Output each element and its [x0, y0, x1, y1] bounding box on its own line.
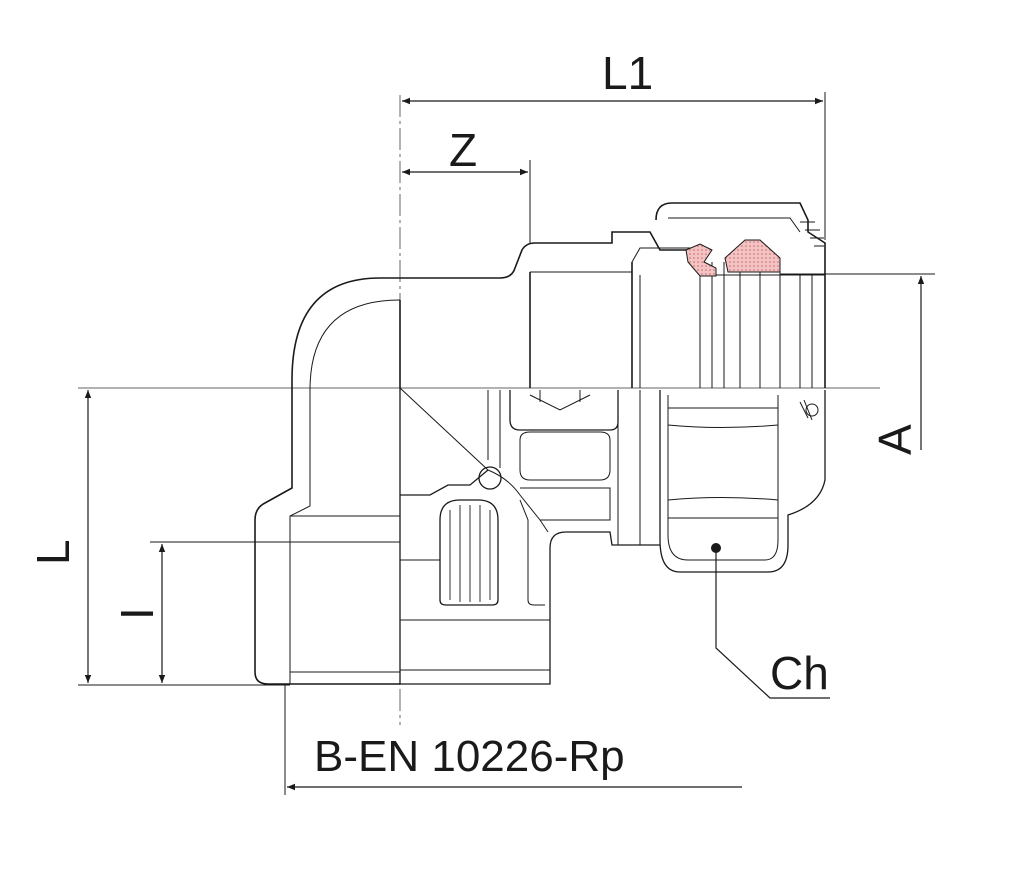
label-A: A — [869, 424, 921, 455]
seal-ring — [685, 243, 717, 277]
dimension-lines — [84, 97, 925, 791]
leader-Ch — [715, 548, 830, 699]
label-L: L — [27, 539, 79, 565]
grip-ring — [724, 239, 781, 273]
extension-lines — [78, 92, 935, 795]
label-Ch: Ch — [770, 647, 829, 699]
leader-dot — [711, 543, 721, 553]
fitting-section — [399, 387, 826, 685]
label-Z: Z — [449, 124, 478, 176]
label-l: I — [111, 607, 163, 620]
label-thread-standard: B-EN 10226-Rp — [314, 732, 625, 781]
label-L1: L1 — [602, 47, 654, 99]
fitting-body — [254, 202, 826, 685]
center-lines — [78, 95, 880, 725]
